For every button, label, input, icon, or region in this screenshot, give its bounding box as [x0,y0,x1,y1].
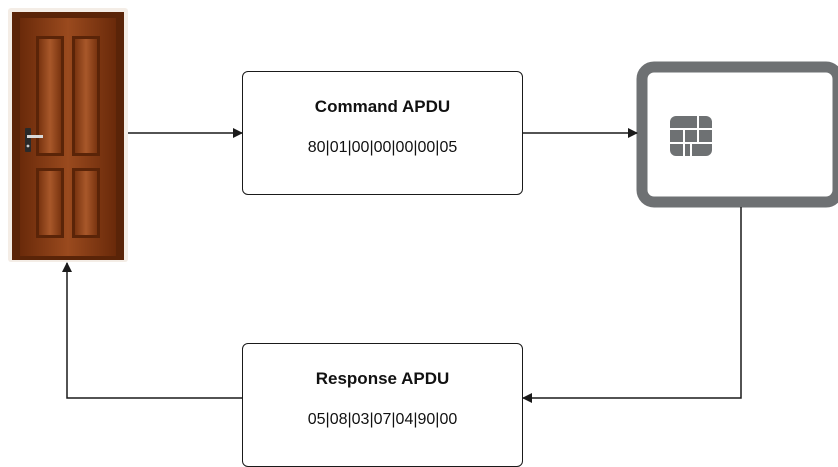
apdu-diagram [8,8,838,403]
response-apdu-bytes: 05|08|03|07|04|90|00 [307,411,458,428]
door-handle-icon [25,128,43,152]
command-apdu-bytes: 80|01|00|00|00|00|05 [307,139,458,156]
chip-icon [670,116,712,156]
response-apdu-box: Response APDU 05|08|03|07|04|90|00 [242,343,523,467]
card-to-response-arrow [522,207,742,403]
smart-card-icon [636,61,838,208]
response-apdu-title: Response APDU [315,369,450,388]
response-to-door-arrow [62,262,242,399]
command-apdu-box: Command APDU 80|01|00|00|00|00|05 [242,71,523,195]
command-apdu-title: Command APDU [314,97,451,116]
door-icon [8,8,128,262]
